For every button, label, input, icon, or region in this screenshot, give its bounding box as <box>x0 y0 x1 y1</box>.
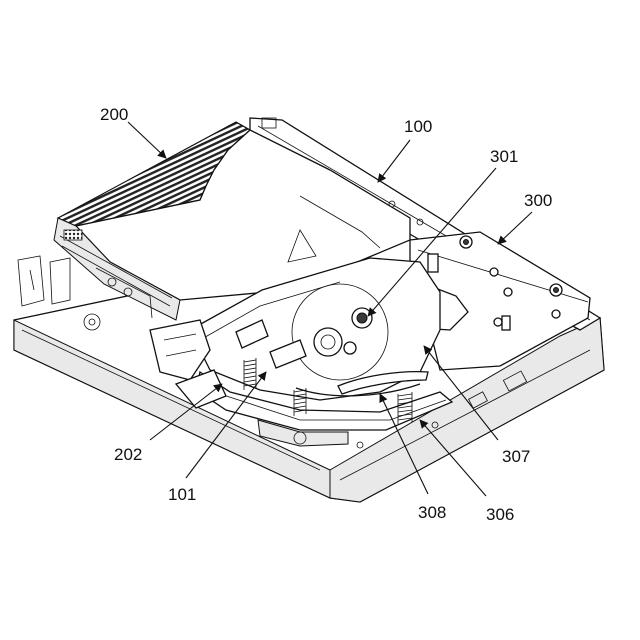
label-306: 306 <box>486 505 514 524</box>
label-202: 202 <box>114 445 142 464</box>
label-200: 200 <box>100 105 128 124</box>
label-308: 308 <box>418 503 446 522</box>
label-301: 301 <box>490 147 518 166</box>
label-300: 300 <box>524 191 552 210</box>
label-101: 101 <box>168 485 196 504</box>
leader-300 <box>498 212 532 244</box>
leader-100 <box>378 140 410 182</box>
label-307: 307 <box>502 447 530 466</box>
label-100: 100 <box>404 117 432 136</box>
leader-200 <box>128 122 166 158</box>
